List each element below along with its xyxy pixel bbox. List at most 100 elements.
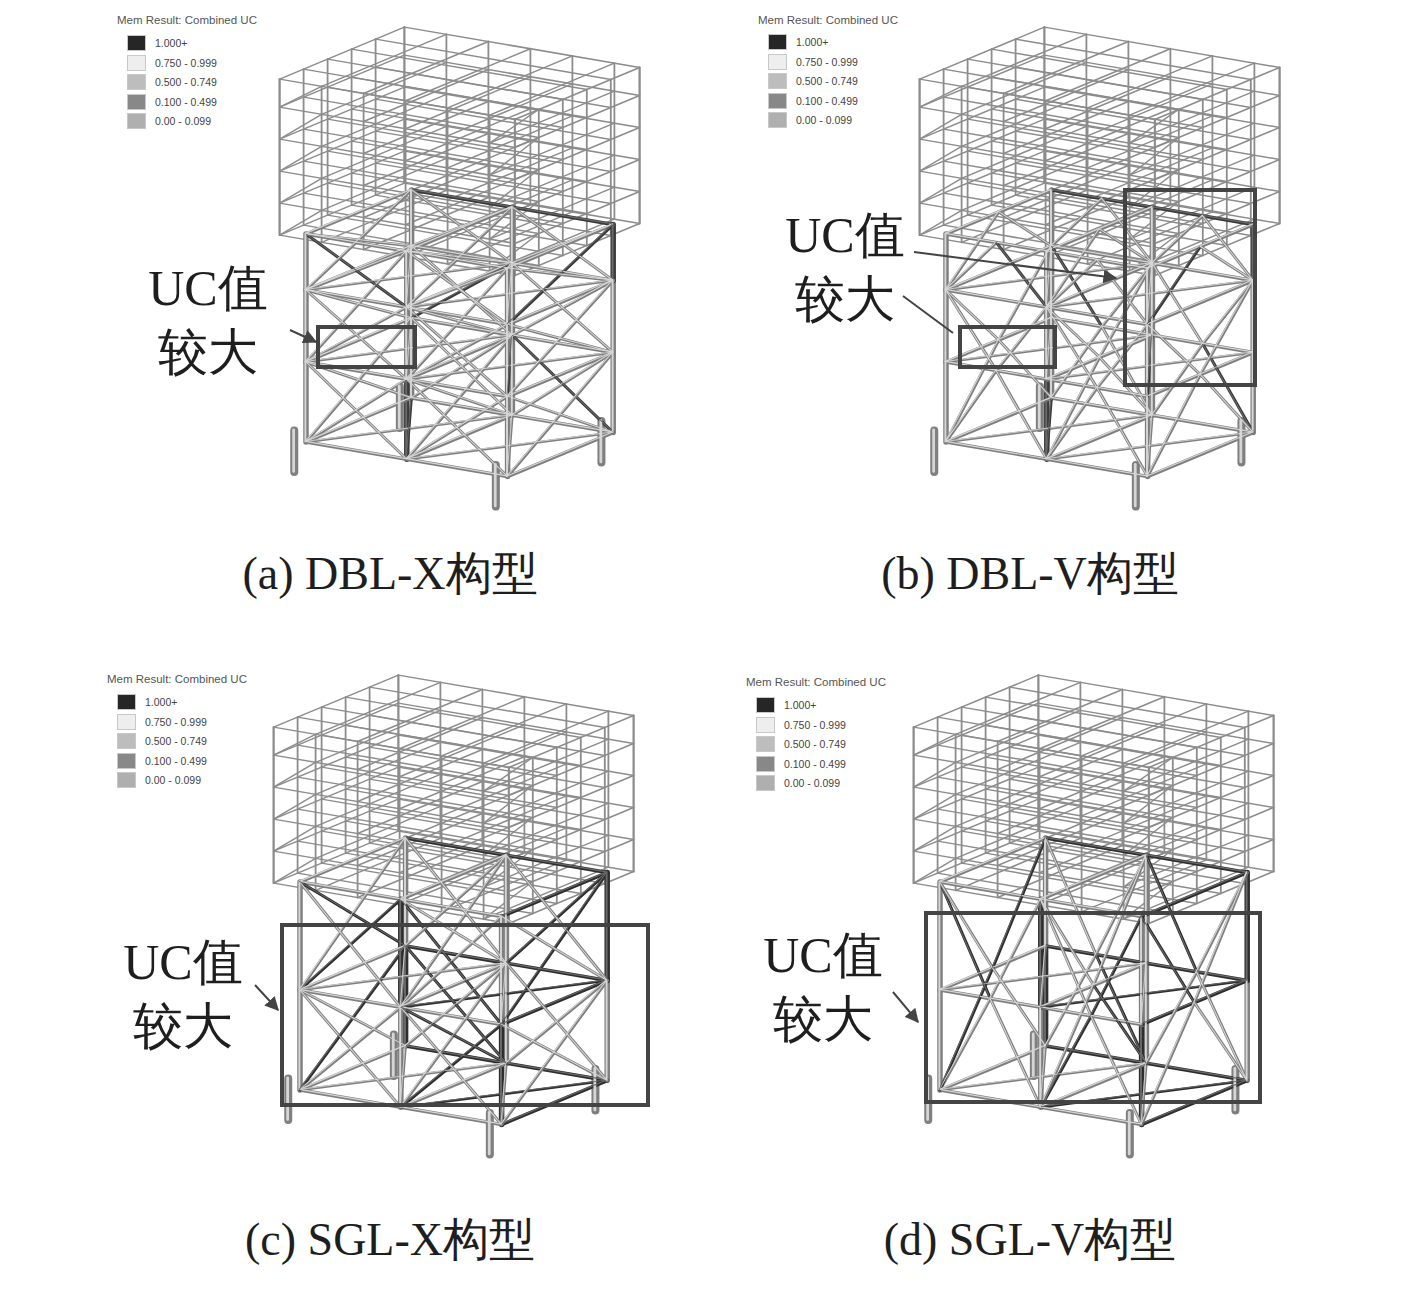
member-tube bbox=[274, 703, 399, 755]
member-highlight bbox=[945, 211, 998, 289]
member-tube bbox=[279, 79, 281, 235]
legend-text: 0.500 - 0.749 bbox=[155, 74, 217, 90]
member-tube bbox=[508, 415, 513, 476]
member-tube bbox=[1196, 747, 1198, 903]
member-highlight bbox=[406, 251, 512, 263]
member-tube bbox=[401, 1046, 406, 1107]
member-highlight bbox=[1093, 855, 1146, 985]
member-tube bbox=[937, 990, 943, 1090]
legend-text: 0.750 - 0.999 bbox=[155, 55, 217, 71]
legend-swatch bbox=[768, 73, 787, 89]
member-tube bbox=[515, 95, 640, 147]
legend-text: 1.000+ bbox=[796, 34, 828, 50]
member-highlight bbox=[1200, 280, 1253, 374]
member-highlight bbox=[1045, 837, 1095, 954]
member-highlight bbox=[305, 233, 406, 306]
member-tube bbox=[1203, 216, 1253, 281]
member-tube bbox=[357, 742, 359, 898]
member-tube bbox=[297, 717, 299, 873]
member-highlight bbox=[404, 945, 406, 1045]
member-highlight bbox=[612, 280, 614, 352]
legend-text: 0.00 - 0.099 bbox=[145, 772, 201, 788]
member-tube bbox=[1164, 697, 1166, 853]
member-highlight bbox=[400, 899, 506, 963]
member-tube bbox=[914, 826, 956, 851]
member-tube bbox=[566, 704, 568, 860]
member-tube bbox=[274, 794, 316, 819]
member-tube bbox=[345, 697, 347, 853]
member-tube bbox=[1244, 727, 1246, 883]
member-highlight bbox=[305, 245, 411, 361]
member-tube bbox=[913, 727, 915, 883]
callout-label: UC值 较大 bbox=[748, 923, 898, 1051]
member-tube bbox=[280, 55, 405, 107]
member-tube bbox=[1087, 108, 1089, 264]
member-tube bbox=[400, 697, 525, 749]
member-tube bbox=[1132, 465, 1140, 507]
member-tube bbox=[1248, 711, 1250, 867]
member-tube bbox=[1244, 873, 1250, 981]
legend-text: 0.500 - 0.749 bbox=[784, 736, 846, 752]
member-tube bbox=[1200, 281, 1253, 375]
member-tube bbox=[483, 763, 485, 919]
member-tube bbox=[956, 710, 1081, 762]
legend-swatch bbox=[768, 93, 787, 109]
member-highlight bbox=[305, 289, 411, 317]
member-tube bbox=[1004, 42, 1129, 94]
member-tube bbox=[484, 803, 609, 855]
member-tube bbox=[515, 127, 640, 179]
member-highlight bbox=[1046, 397, 1051, 458]
member-tube bbox=[400, 725, 525, 777]
member-highlight bbox=[1151, 207, 1153, 263]
member-tube bbox=[484, 817, 533, 855]
member-highlight bbox=[1051, 245, 1101, 326]
member-tube bbox=[990, 999, 1040, 1108]
legend-swatch bbox=[756, 775, 775, 791]
highlight-box bbox=[926, 913, 1260, 1102]
member-tube bbox=[403, 838, 409, 946]
member-tube bbox=[322, 34, 447, 86]
legend-text: 0.500 - 0.749 bbox=[145, 733, 207, 749]
highlight-box bbox=[318, 327, 415, 367]
member-tube bbox=[274, 826, 316, 851]
member-tube bbox=[996, 307, 1046, 370]
member-highlight bbox=[1046, 229, 1099, 307]
member-highlight bbox=[1091, 1015, 1141, 1124]
member-highlight bbox=[945, 242, 995, 289]
member-tube bbox=[1203, 344, 1253, 433]
member-highlight bbox=[1147, 246, 1200, 324]
member-highlight bbox=[1046, 245, 1051, 306]
member-tube bbox=[279, 79, 281, 235]
member-tube bbox=[1088, 84, 1213, 136]
member-tube bbox=[1038, 675, 1040, 831]
member-tube bbox=[930, 430, 938, 472]
legend-swatch bbox=[768, 112, 787, 128]
member-tube bbox=[1040, 697, 1165, 749]
legend-swatch bbox=[117, 733, 136, 749]
legend-text: 1.000+ bbox=[784, 697, 816, 713]
member-tube bbox=[914, 675, 1039, 727]
subfigure-caption: (a) DBL-X构型 bbox=[242, 546, 537, 601]
legend-swatch bbox=[117, 753, 136, 769]
member-tube bbox=[524, 697, 526, 853]
member-tube bbox=[1155, 67, 1280, 119]
member-highlight bbox=[1140, 916, 1142, 1024]
member-tube bbox=[556, 747, 558, 903]
member-tube bbox=[1148, 325, 1201, 375]
member-tube bbox=[504, 855, 510, 963]
member-tube bbox=[484, 711, 609, 763]
member-tube bbox=[1081, 756, 1083, 912]
member-highlight bbox=[1038, 386, 1041, 428]
member-highlight bbox=[1044, 945, 1046, 1045]
member-tube bbox=[1124, 711, 1249, 763]
member-highlight bbox=[406, 245, 411, 306]
member-highlight bbox=[501, 1063, 506, 1124]
member-tube bbox=[610, 225, 616, 281]
member-tube bbox=[406, 77, 531, 129]
member-highlight bbox=[1134, 464, 1137, 506]
member-tube bbox=[322, 62, 447, 114]
member-tube bbox=[484, 757, 533, 791]
member-highlight bbox=[945, 370, 995, 441]
member-tube bbox=[1231, 1069, 1239, 1111]
